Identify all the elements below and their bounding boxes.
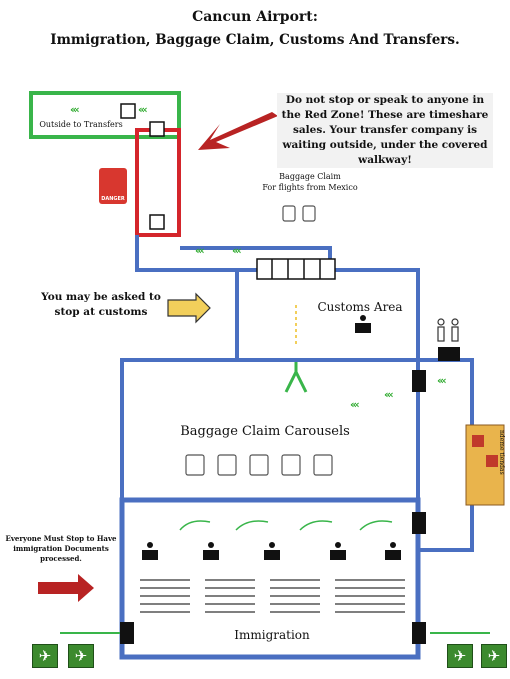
- airplane-icon: ✈: [481, 644, 507, 668]
- outside-transfers-label: Outside to Transfers: [39, 120, 123, 129]
- transfer-chevrons: ‹‹‹: [138, 103, 148, 116]
- baggage-mexico-label-1: Baggage Claim: [279, 172, 341, 181]
- customs-entry-arrow: [284, 362, 308, 393]
- carousel-chevrons: ‹‹‹: [384, 388, 394, 401]
- baggage-carousels-label: Baggage Claim Carousels: [180, 424, 350, 439]
- customs-yellow-arrow: [167, 292, 211, 324]
- restroom-icon: [437, 318, 459, 342]
- airplane-icon: ✈: [32, 644, 58, 668]
- door-icon: [120, 347, 460, 644]
- immigration-hall: [119, 497, 421, 660]
- diagram-title-line1: Cancun Airport:: [192, 9, 318, 25]
- corridor-chevrons: ‹‹‹: [437, 374, 447, 387]
- immigration-label: Immigration: [234, 628, 310, 642]
- door-icon: [120, 103, 165, 230]
- luggage-icon: [185, 454, 333, 476]
- carousel-chevrons: ‹‹‹: [350, 398, 360, 411]
- immigration-stop-note: Everyone Must Stop to Have immigration D…: [5, 534, 117, 563]
- luggage-icon: [282, 205, 316, 222]
- shop-icon: [465, 424, 505, 506]
- baggage-mexico-label-2: For flights from Mexico: [262, 183, 358, 192]
- airplane-icon: ✈: [447, 644, 473, 668]
- red-zone-warning: Do not stop or speak to anyone in the Re…: [277, 93, 493, 168]
- customs-desk-icon: [355, 315, 371, 333]
- diagram-title-line2: Immigration, Baggage Claim, Customs And …: [50, 32, 460, 48]
- danger-sign: DANGER: [99, 168, 127, 204]
- immigration-red-arrow: [38, 574, 94, 602]
- customs-desk-icon: [142, 542, 401, 560]
- transfer-chevrons: ‹‹‹: [70, 103, 80, 116]
- right-corridor: [416, 358, 474, 552]
- customs-stop-note: You may be asked to stop at customs: [41, 291, 161, 318]
- outside-transfers-zone: [29, 91, 181, 139]
- side-text: ndeme tiendas: [498, 430, 505, 475]
- immigration-flow-arrows: [179, 520, 393, 531]
- airplane-icon: ✈: [68, 644, 94, 668]
- corridor-chevrons: ‹‹‹: [195, 244, 205, 257]
- immigration-queues: [140, 579, 405, 613]
- corridor-chevrons: ‹‹‹: [232, 244, 242, 257]
- customs-gates: [256, 258, 336, 280]
- customs-area-label: Customs Area: [317, 300, 403, 314]
- red-zone-arrow: [198, 112, 278, 150]
